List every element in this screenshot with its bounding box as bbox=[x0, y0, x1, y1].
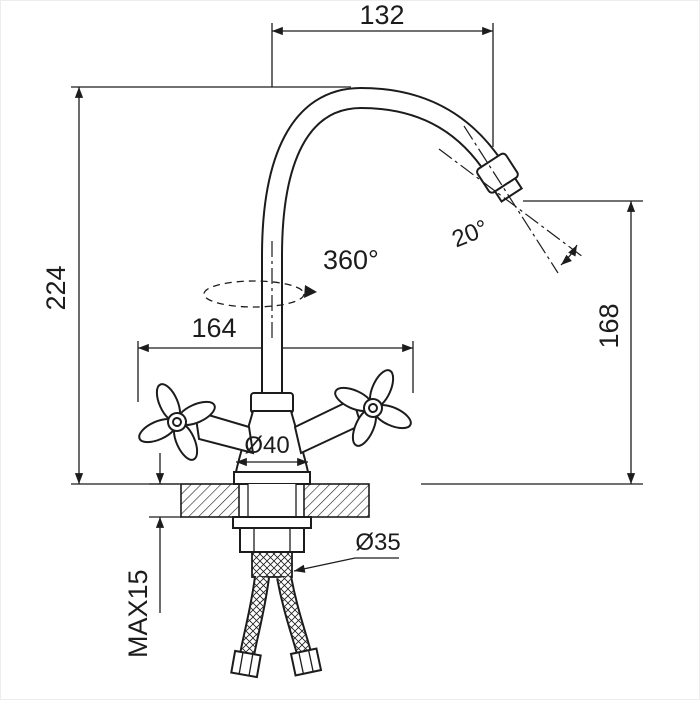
dim-max15-label: MAX15 bbox=[123, 569, 153, 658]
label-20deg: 20° bbox=[448, 215, 492, 254]
label-360: 360° bbox=[323, 245, 379, 275]
dimension-max-thickness: MAX15 bbox=[123, 453, 181, 658]
dimension-spout-height: 168 bbox=[421, 200, 643, 485]
hose-left bbox=[239, 575, 270, 657]
hose-fitting-left bbox=[230, 649, 262, 679]
dim-168-label: 168 bbox=[594, 303, 624, 348]
washer bbox=[232, 516, 312, 529]
annotation-base-diameter: Ø40 bbox=[236, 432, 308, 467]
dimension-total-height: 224 bbox=[41, 86, 351, 485]
label-d40: Ø40 bbox=[244, 432, 289, 459]
valve-cone-left bbox=[193, 409, 255, 455]
dim-164-label: 164 bbox=[191, 313, 236, 343]
rotation-ellipse bbox=[203, 280, 305, 308]
annotation-spout-angle: 20° bbox=[438, 125, 584, 274]
hose-fitting-right bbox=[289, 647, 323, 677]
shank-gap bbox=[248, 484, 296, 517]
cross-handle-left bbox=[138, 383, 216, 461]
threaded-shank bbox=[251, 551, 293, 578]
dimension-top-width: 132 bbox=[271, 1, 494, 147]
dimension-handle-span: 164 bbox=[137, 313, 414, 402]
cross-handle-right bbox=[334, 369, 412, 447]
faucet-body bbox=[138, 86, 524, 679]
locknut bbox=[239, 527, 305, 553]
annotation-shank-diameter: Ø35 bbox=[293, 529, 401, 573]
dim-224-label: 224 bbox=[41, 265, 71, 310]
dim-132-label: 132 bbox=[359, 1, 404, 30]
base-flange bbox=[233, 471, 311, 485]
counter-section-left bbox=[180, 483, 240, 518]
hose-right bbox=[276, 575, 312, 656]
counter-section-right bbox=[303, 483, 370, 518]
annotation-swivel: 360° bbox=[203, 241, 379, 339]
label-d35: Ø35 bbox=[355, 529, 400, 556]
spout-tube-core bbox=[263, 88, 503, 419]
rotation-arrowhead bbox=[304, 285, 317, 298]
